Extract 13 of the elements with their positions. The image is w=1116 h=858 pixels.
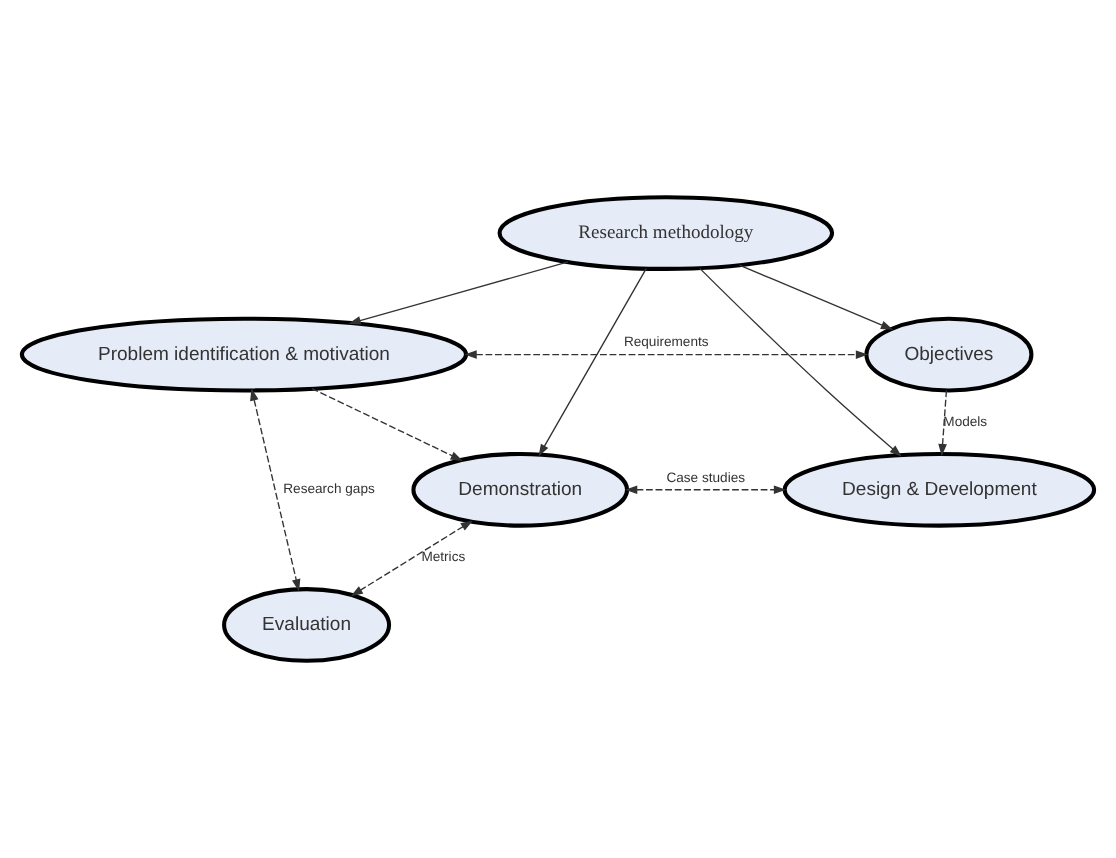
arrow	[311, 387, 463, 461]
arrow	[250, 388, 301, 592]
node-ellipse: Design & Development	[782, 451, 1097, 528]
arrow	[348, 261, 569, 325]
node-ellipse: Objectives	[864, 316, 1034, 393]
node-ellipse: Research methodology	[497, 195, 835, 271]
arrow	[938, 389, 948, 457]
arrow	[699, 267, 902, 457]
arrow	[350, 520, 473, 597]
arrow	[625, 485, 787, 495]
arrow	[464, 350, 869, 359]
arrow	[738, 264, 894, 330]
arrow	[538, 268, 647, 457]
